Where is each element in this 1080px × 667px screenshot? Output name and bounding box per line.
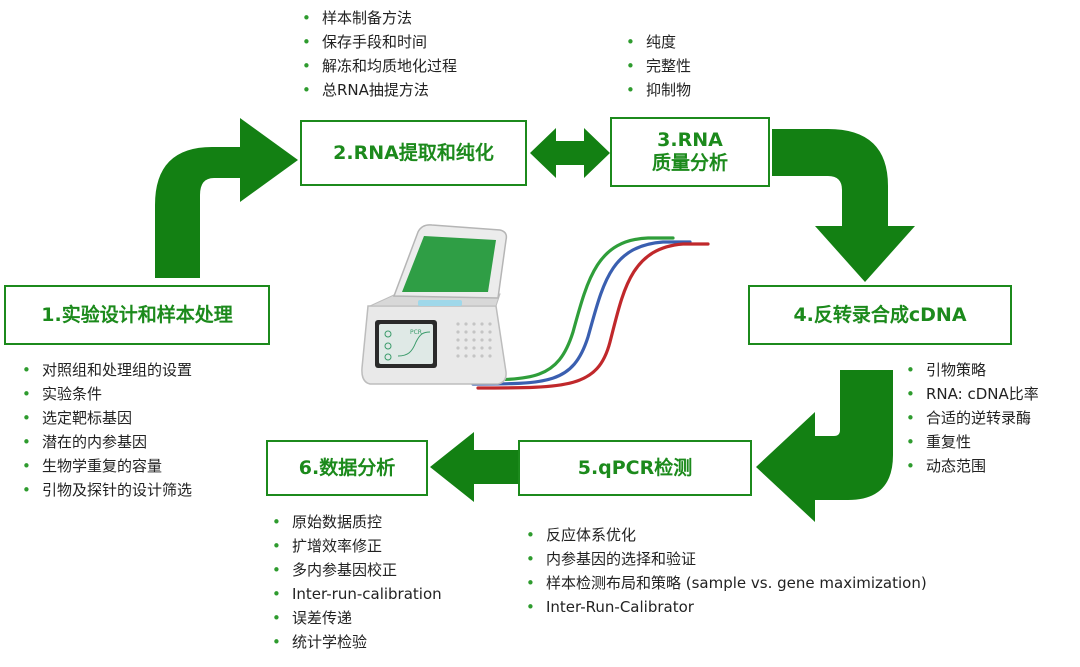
step-6-bullets: 原始数据质控 扩增效率修正 多内参基因校正 Inter-run-calibrat…	[270, 510, 442, 654]
step-4-box: 4.反转录合成cDNA	[748, 285, 1012, 345]
list-item: 重复性	[904, 430, 1039, 454]
step-1-bullets: 对照组和处理组的设置 实验条件 选定靶标基因 潜在的内参基因 生物学重复的容量 …	[20, 358, 192, 502]
list-item: 内参基因的选择和验证	[524, 547, 927, 571]
list-item: 误差传递	[270, 606, 442, 630]
arrow-2-3-bidirectional	[530, 128, 610, 178]
list-item: 纯度	[624, 30, 691, 54]
step-3-bullets: 纯度 完整性 抑制物	[624, 30, 691, 102]
list-item: Inter-Run-Calibrator	[524, 595, 927, 619]
arrow-3-to-4	[772, 129, 915, 282]
list-item: 总RNA抽提方法	[300, 78, 457, 102]
instrument-slot	[418, 300, 462, 306]
list-item: 引物策略	[904, 358, 1039, 382]
step-6-label: 6.数据分析	[298, 456, 396, 479]
step-2-box: 2.RNA提取和纯化	[300, 120, 527, 186]
amplification-curve-red	[476, 242, 710, 390]
step-2-bullets: 样本制备方法 保存手段和时间 解冻和均质地化过程 总RNA抽提方法	[300, 6, 457, 102]
step-4-label: 4.反转录合成cDNA	[793, 303, 967, 326]
list-item: 多内参基因校正	[270, 558, 442, 582]
step-1-label: 1.实验设计和样本处理	[41, 303, 233, 326]
amplification-curve-blue	[471, 240, 692, 386]
list-item: 样本制备方法	[300, 6, 457, 30]
arrow-4-to-5	[756, 370, 893, 522]
list-item: 选定靶标基因	[20, 406, 192, 430]
list-item: 扩增效率修正	[270, 534, 442, 558]
list-item: 合适的逆转录酶	[904, 406, 1039, 430]
amplification-curve-green	[466, 236, 675, 382]
step-4-bullets: 引物策略 RNA: cDNA比率 合适的逆转录酶 重复性 动态范围	[904, 358, 1039, 478]
list-item: 对照组和处理组的设置	[20, 358, 192, 382]
step-3-label-line-2: 质量分析	[651, 152, 728, 174]
step-6-box: 6.数据分析	[266, 440, 428, 496]
arrow-5-to-6	[430, 432, 518, 502]
step-5-box: 5.qPCR检测	[518, 440, 752, 496]
list-item: 抑制物	[624, 78, 691, 102]
qpcr-instrument-icon: PCR	[361, 224, 710, 390]
list-item: 原始数据质控	[270, 510, 442, 534]
list-item: 动态范围	[904, 454, 1039, 478]
instrument-lid-window	[402, 236, 496, 292]
step-5-bullets: 反应体系优化 内参基因的选择和验证 样本检测布局和策略 (sample vs. …	[524, 523, 927, 619]
arrow-1-to-2	[155, 118, 298, 278]
step-3-box: 3.RNA 质量分析	[610, 117, 770, 187]
list-item: 完整性	[624, 54, 691, 78]
step-5-label: 5.qPCR检测	[577, 456, 693, 479]
list-item: 反应体系优化	[524, 523, 927, 547]
step-2-label: 2.RNA提取和纯化	[333, 141, 494, 164]
list-item: 统计学检验	[270, 630, 442, 654]
list-item: 样本检测布局和策略 (sample vs. gene maximization)	[524, 571, 927, 595]
list-item: RNA: cDNA比率	[904, 382, 1039, 406]
screen-label: PCR	[410, 329, 422, 336]
list-item: 生物学重复的容量	[20, 454, 192, 478]
list-item: Inter-run-calibration	[270, 582, 442, 606]
list-item: 潜在的内参基因	[20, 430, 192, 454]
list-item: 解冻和均质地化过程	[300, 54, 457, 78]
list-item: 实验条件	[20, 382, 192, 406]
step-1-box: 1.实验设计和样本处理	[4, 285, 270, 345]
list-item: 保存手段和时间	[300, 30, 457, 54]
step-3-label-line-1: 3.RNA	[657, 129, 723, 152]
list-item: 引物及探针的设计筛选	[20, 478, 192, 502]
